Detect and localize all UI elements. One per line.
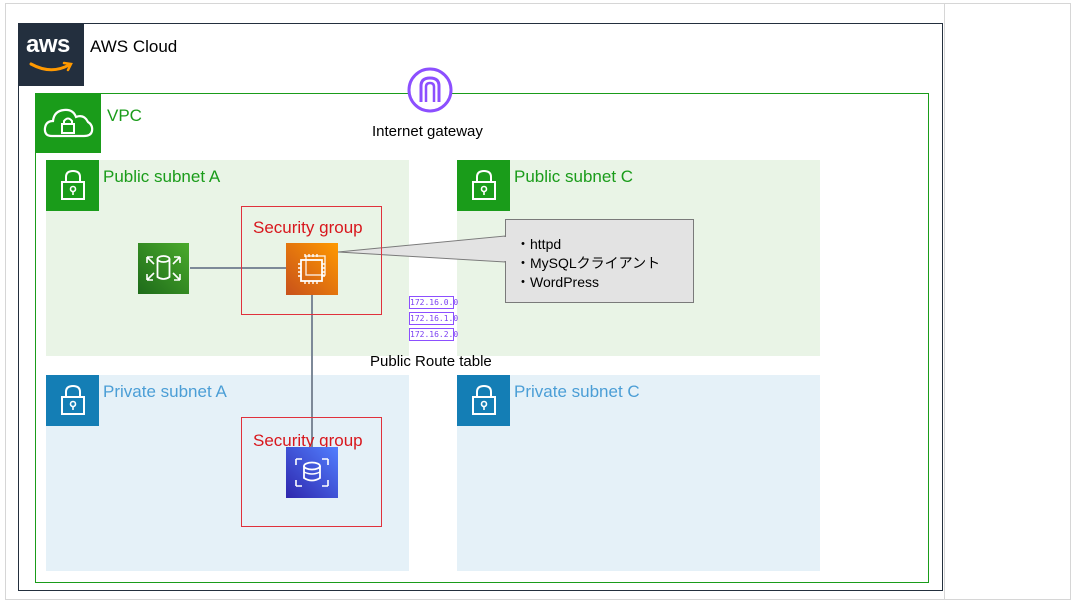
aws-cloud-group <box>18 23 943 591</box>
public-subnet-a-label: Public subnet A <box>103 167 221 186</box>
private-subnet-a-lock-icon <box>46 375 99 426</box>
vpc-group <box>35 93 929 583</box>
private-subnet-a <box>46 375 409 571</box>
aws-logo-text: aws <box>26 31 70 58</box>
callout-text: ・httpd ・MySQLクライアント ・WordPress <box>516 235 660 292</box>
security-group-rds <box>241 417 382 527</box>
aws-cloud-label: AWS Cloud <box>90 37 178 56</box>
vpc-label: VPC <box>107 106 142 125</box>
rds-database-icon <box>286 447 338 498</box>
route-entry-2: 172.16.1.0 <box>409 312 458 325</box>
callout-box <box>505 219 694 303</box>
ec2-instance-icon <box>286 243 338 295</box>
route-entry-1: 172.16.0.0 <box>409 296 458 309</box>
public-subnet-c-label: Public subnet C <box>514 167 634 186</box>
internet-gateway-icon <box>407 67 453 113</box>
route-table-icon: 172.16.0.0 172.16.1.0 172.16.2.0 <box>409 296 458 344</box>
security-group-ec2-label: Security group <box>253 218 363 237</box>
callout-item-mysql-client: ・MySQLクライアント <box>516 255 661 271</box>
callout-item-wordpress: ・WordPress <box>516 274 599 290</box>
private-subnet-a-label: Private subnet A <box>103 382 227 401</box>
security-group-ec2 <box>241 206 382 315</box>
aws-logo-icon: aws <box>18 23 84 86</box>
efs-icon <box>138 243 189 294</box>
vpc-cloud-lock-icon <box>35 93 101 153</box>
route-table-label: Public Route table <box>370 353 492 370</box>
public-subnet-a-lock-icon <box>46 160 99 211</box>
route-entry-3: 172.16.2.0 <box>409 328 458 341</box>
private-subnet-c-lock-icon <box>457 375 510 426</box>
route-entry-1-text: 172.16.0.0 <box>410 298 459 307</box>
public-subnet-c-lock-icon <box>457 160 510 211</box>
route-entry-2-text: 172.16.1.0 <box>410 314 459 323</box>
canvas-frame <box>5 3 1071 600</box>
internet-gateway-label: Internet gateway <box>372 123 483 140</box>
aws-smile-icon <box>29 61 73 72</box>
callout-pointer-cover <box>504 237 507 261</box>
security-group-rds-label: Security group <box>253 431 363 450</box>
canvas-right-divider <box>944 3 945 600</box>
callout-item-httpd: ・httpd <box>516 236 562 252</box>
private-subnet-c <box>457 375 820 571</box>
public-subnet-a <box>46 160 409 356</box>
private-subnet-c-label: Private subnet C <box>514 382 640 401</box>
route-entry-3-text: 172.16.2.0 <box>410 330 459 339</box>
